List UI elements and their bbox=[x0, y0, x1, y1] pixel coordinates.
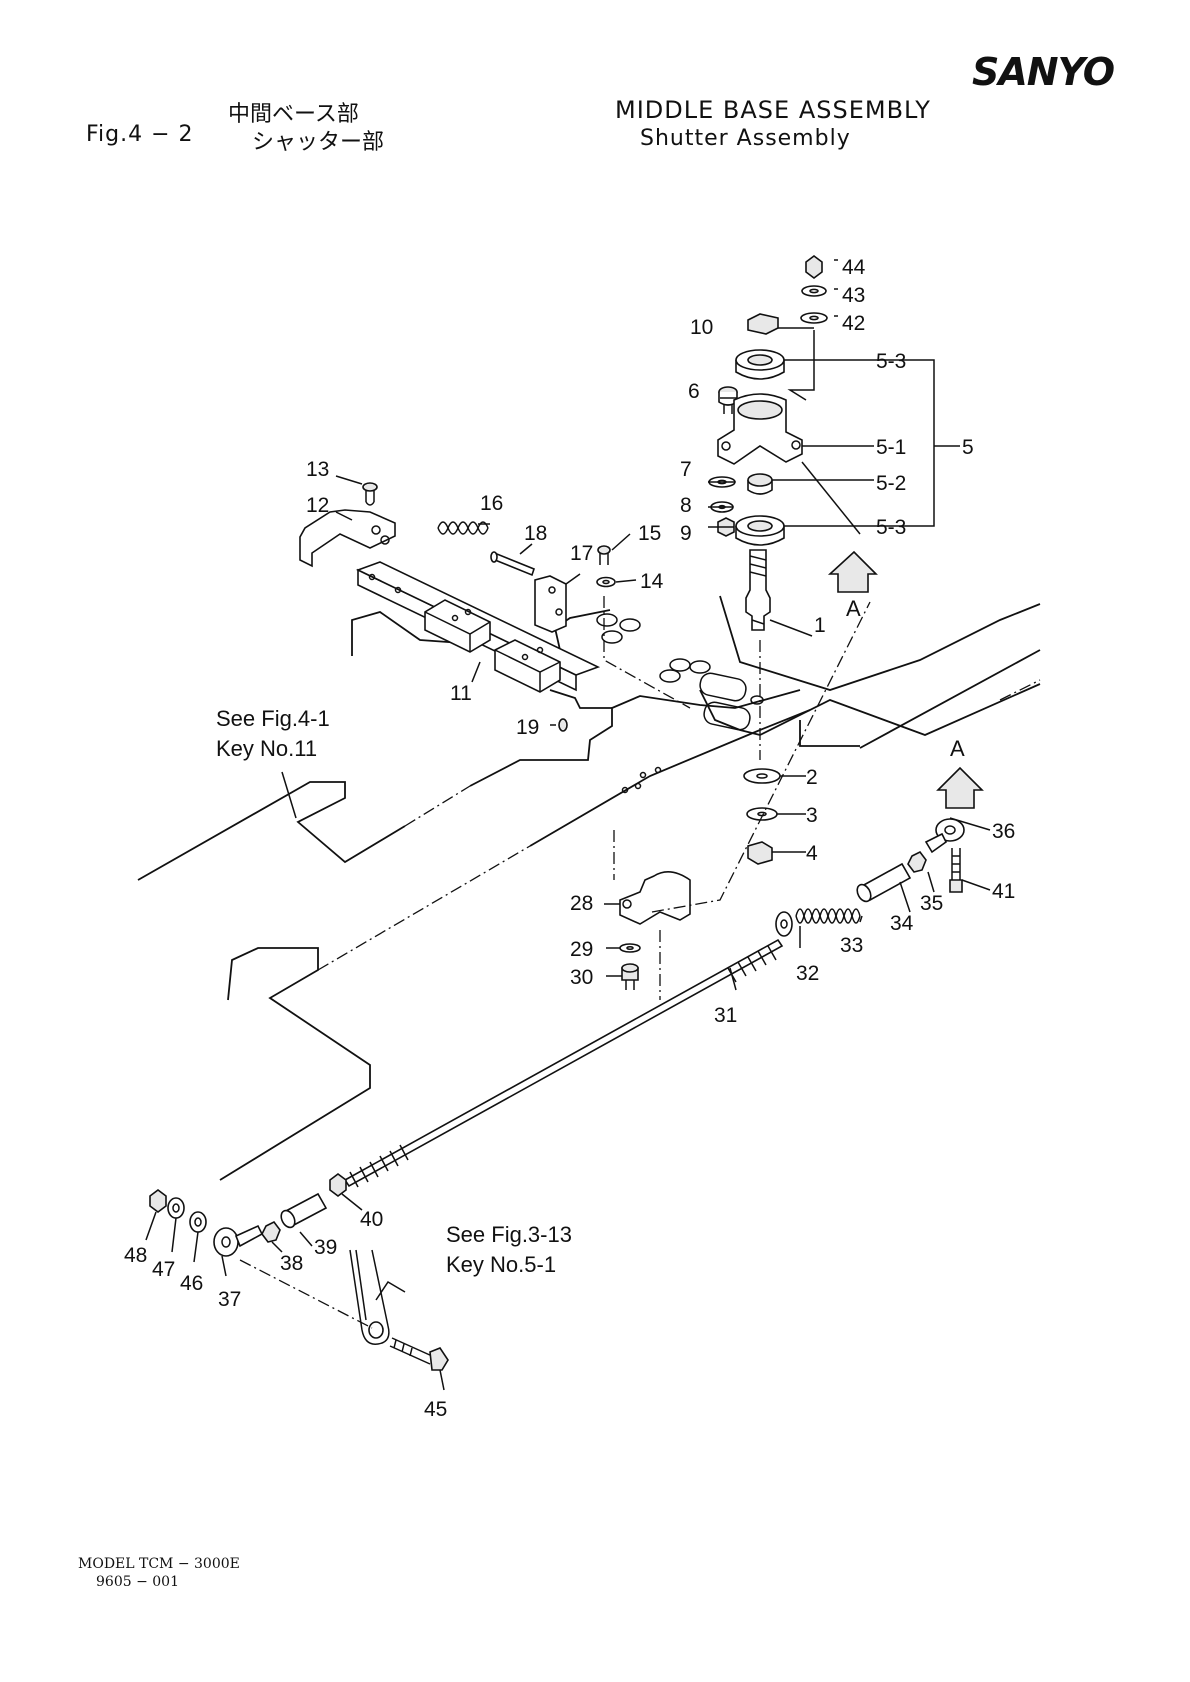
leader-lines bbox=[146, 260, 990, 1390]
bracket-28 bbox=[620, 872, 690, 924]
callout-15: 15 bbox=[638, 522, 661, 545]
bolt-45 bbox=[390, 1338, 448, 1370]
footer-code: 9605 − 001 bbox=[96, 1574, 179, 1590]
sleeve-39 bbox=[278, 1194, 326, 1230]
callout-11: 11 bbox=[450, 682, 472, 705]
callout-7: 7 bbox=[680, 458, 692, 481]
nut-35 bbox=[908, 852, 926, 872]
screw-30 bbox=[622, 964, 638, 990]
callout-48: 48 bbox=[124, 1244, 147, 1267]
callout-34: 34 bbox=[890, 912, 914, 935]
screw-13 bbox=[363, 483, 377, 505]
note-see-fig-3-13: See Fig.3-13 bbox=[446, 1222, 572, 1247]
washer-43 bbox=[802, 286, 826, 296]
callout-33: 33 bbox=[840, 934, 863, 957]
sleeve-34 bbox=[854, 864, 910, 904]
washer-2 bbox=[744, 769, 780, 783]
callout-3: 3 bbox=[806, 804, 818, 827]
callout-13: 13 bbox=[306, 458, 329, 481]
callout-30: 30 bbox=[570, 966, 593, 989]
spacer-5-2 bbox=[748, 474, 772, 494]
callout-29: 29 bbox=[570, 938, 593, 961]
callout-16: 16 bbox=[480, 492, 503, 515]
callout-19: 19 bbox=[516, 716, 539, 739]
middle-base-plate bbox=[138, 596, 1040, 1180]
view-label-a-lower: A bbox=[950, 736, 965, 761]
footer-model: MODEL TCM − 3000E bbox=[78, 1556, 240, 1572]
nut-38 bbox=[262, 1222, 280, 1242]
callout-5-1: 5-1 bbox=[876, 436, 906, 459]
callout-5-3-bottom: 5-3 bbox=[876, 516, 906, 539]
callout-28: 28 bbox=[570, 892, 593, 915]
guide-block-a bbox=[425, 600, 490, 652]
callout-8: 8 bbox=[680, 494, 692, 517]
nut-48 bbox=[150, 1190, 166, 1212]
callout-17: 17 bbox=[570, 542, 593, 565]
callout-4: 4 bbox=[806, 842, 818, 865]
washer-3 bbox=[747, 808, 777, 820]
callout-9: 9 bbox=[680, 522, 692, 545]
bearing-5-3-bottom bbox=[736, 516, 784, 545]
screw-15 bbox=[598, 546, 610, 565]
view-arrow-a-upper bbox=[830, 552, 876, 592]
note-key-no-5-1: Key No.5-1 bbox=[446, 1252, 556, 1277]
spring-33 bbox=[796, 909, 860, 923]
callout-18: 18 bbox=[524, 522, 547, 545]
stopper-17 bbox=[535, 576, 566, 632]
nut-44 bbox=[806, 256, 822, 278]
nut-10 bbox=[748, 314, 778, 334]
nut-40 bbox=[330, 1174, 346, 1196]
callout-39: 39 bbox=[314, 1236, 337, 1259]
callout-36: 36 bbox=[992, 820, 1015, 843]
callout-32: 32 bbox=[796, 962, 819, 985]
bolt-41 bbox=[950, 848, 962, 892]
rod-31 bbox=[345, 940, 782, 1187]
callout-38: 38 bbox=[280, 1252, 303, 1275]
callout-1: 1 bbox=[814, 614, 826, 637]
note-see-fig-4-1: See Fig.4-1 bbox=[216, 706, 330, 731]
callout-14: 14 bbox=[640, 570, 664, 593]
washer-42 bbox=[801, 313, 827, 323]
callout-42: 42 bbox=[842, 312, 865, 335]
callout-5: 5 bbox=[962, 436, 974, 459]
nut-4 bbox=[748, 842, 772, 864]
screw-19 bbox=[559, 719, 567, 731]
washer-47 bbox=[168, 1198, 184, 1218]
callout-6: 6 bbox=[688, 380, 700, 403]
shaft-1 bbox=[746, 550, 770, 630]
note-key-no-11: Key No.11 bbox=[216, 736, 317, 761]
callout-12: 12 bbox=[306, 494, 329, 517]
callout-35: 35 bbox=[920, 892, 943, 915]
bearing-5-3-top bbox=[736, 350, 784, 379]
callout-43: 43 bbox=[842, 284, 865, 307]
callout-10: 10 bbox=[690, 316, 713, 339]
callout-47: 47 bbox=[152, 1258, 175, 1281]
rod-end-37 bbox=[214, 1226, 262, 1256]
callout-44: 44 bbox=[842, 256, 866, 279]
washer-46 bbox=[190, 1212, 206, 1232]
lever-see-fig-3-13 bbox=[350, 1250, 389, 1344]
washer-14 bbox=[597, 578, 615, 587]
callout-41: 41 bbox=[992, 880, 1015, 903]
view-label-a-upper: A bbox=[846, 596, 861, 621]
callout-5-2: 5-2 bbox=[876, 472, 906, 495]
washer-29 bbox=[620, 944, 640, 952]
callout-5-3-top: 5-3 bbox=[876, 350, 906, 373]
callout-2: 2 bbox=[806, 766, 818, 789]
callout-37: 37 bbox=[218, 1288, 241, 1311]
view-arrow-a-lower bbox=[938, 768, 982, 808]
callout-31: 31 bbox=[714, 1004, 737, 1027]
rod-end-36 bbox=[926, 819, 964, 852]
washer-32 bbox=[776, 912, 792, 936]
callout-45: 45 bbox=[424, 1398, 447, 1421]
callout-46: 46 bbox=[180, 1272, 203, 1295]
pin-18 bbox=[491, 552, 534, 575]
callout-40: 40 bbox=[360, 1208, 383, 1231]
